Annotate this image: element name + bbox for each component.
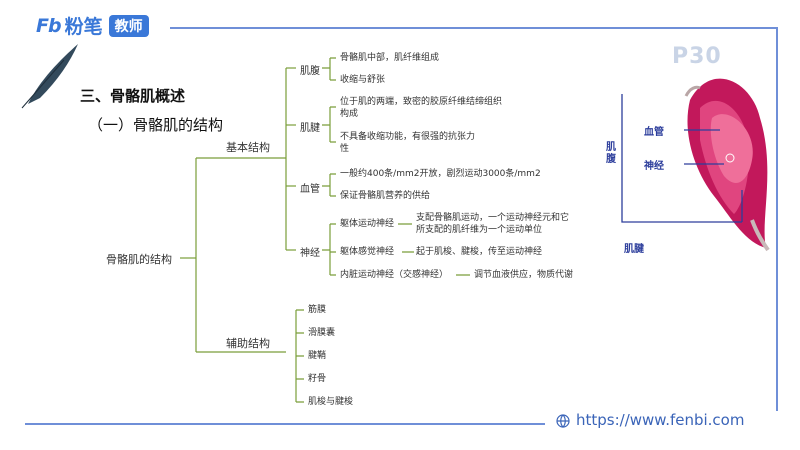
brand-logo: Fb 粉笔 教师	[36, 12, 149, 39]
aux-item: 籽骨	[308, 374, 327, 384]
frame-bottom-line	[25, 423, 545, 425]
section-heading: 三、骨骼肌概述	[80, 87, 186, 105]
vessel-item: 一般约400条/mm2开放，剧烈运动3000条/mm2	[340, 169, 541, 179]
nerve-type: 躯体运动神经	[340, 219, 395, 229]
feather-icon	[21, 44, 78, 109]
belly-item: 骨骼肌中部，肌纤维组成	[340, 53, 440, 63]
brand-mark: Fb	[36, 14, 62, 37]
root-node: 骨骼肌的结构	[106, 253, 172, 266]
belly-item: 收缩与舒张	[340, 75, 386, 85]
section-subheading: （一）骨骼肌的结构	[88, 116, 224, 134]
label-vessel: 血管	[644, 127, 664, 138]
vessel-item: 保证骨骼肌营养的供给	[340, 191, 431, 201]
footer-url[interactable]: https://www.fenbi.com	[556, 411, 744, 429]
tendon-item: 位于肌的两端，致密的胶原纤维结缔组织构成	[340, 97, 503, 119]
node-vessel: 血管	[300, 184, 320, 195]
aux-item: 滑膜囊	[308, 328, 336, 338]
frame-right-line	[776, 27, 778, 411]
node-belly: 肌腹	[300, 66, 320, 77]
nerve-type: 躯体感觉神经	[340, 247, 395, 257]
brand-badge: 教师	[108, 14, 149, 37]
nerve-desc: 调节血液供应，物质代谢	[474, 270, 574, 280]
node-tendon: 肌腱	[300, 123, 320, 134]
brand-name: 粉笔	[64, 16, 103, 38]
branch-auxiliary-structure: 辅助结构	[226, 337, 270, 350]
aux-item: 肌梭与腱梭	[308, 397, 354, 407]
label-belly: 肌腹	[606, 142, 616, 165]
branch-basic-structure: 基本结构	[226, 141, 270, 154]
url-text[interactable]: https://www.fenbi.com	[576, 411, 745, 429]
aux-item: 腱鞘	[308, 351, 327, 361]
nerve-desc: 起于肌梭、腱梭，传至运动神经	[416, 247, 543, 257]
label-tendon: 肌腱	[624, 244, 644, 255]
page-reference: P30	[672, 44, 722, 69]
globe-icon	[556, 414, 570, 428]
frame-top-line	[170, 27, 776, 29]
nerve-type: 内脏运动神经（交感神经）	[340, 270, 449, 280]
aux-item: 筋膜	[308, 305, 327, 315]
label-nerve: 神经	[644, 161, 664, 172]
nerve-desc: 支配骨骼肌运动，一个运动神经元和它所支配的肌纤维为一个运动单位	[416, 213, 570, 235]
node-nerve: 神经	[300, 248, 320, 259]
tendon-item: 不具备收缩功能，有很强的抗张力性	[340, 132, 476, 154]
muscle-illustration	[684, 78, 770, 252]
